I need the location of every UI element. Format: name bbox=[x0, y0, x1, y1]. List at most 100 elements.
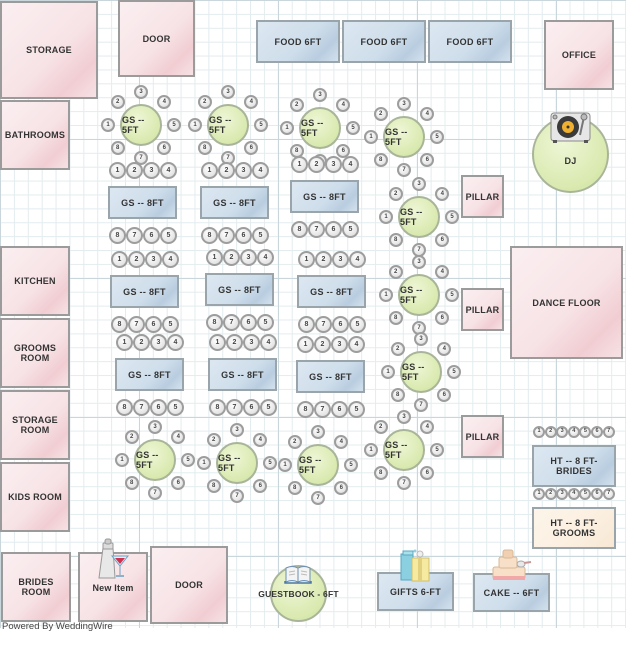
chair[interactable]: 7 bbox=[134, 151, 148, 165]
rect-guest-table[interactable]: GS -- 8FT bbox=[200, 186, 269, 219]
chair[interactable]: 2 bbox=[226, 334, 243, 351]
chair[interactable]: 8 bbox=[124, 476, 139, 491]
chair[interactable]: 5 bbox=[254, 118, 268, 132]
rect-guest-table[interactable]: GS -- 8FT bbox=[108, 186, 177, 219]
chair[interactable]: 8 bbox=[110, 141, 125, 156]
chair[interactable]: 6 bbox=[334, 481, 349, 496]
round-guest-table[interactable]: GS -- 5FT bbox=[383, 429, 425, 471]
room-kitchen[interactable]: KITCHEN bbox=[0, 246, 70, 316]
room-kids-room[interactable]: KIDS ROOM bbox=[0, 462, 70, 532]
chair[interactable]: 3 bbox=[325, 156, 342, 173]
chair[interactable]: 1 bbox=[111, 251, 128, 268]
chair[interactable]: 3 bbox=[240, 249, 257, 266]
chair[interactable]: 8 bbox=[197, 141, 212, 156]
chair[interactable]: 1 bbox=[298, 251, 315, 268]
chair[interactable]: 3 bbox=[313, 88, 327, 102]
chair[interactable]: 2 bbox=[315, 251, 332, 268]
chair[interactable]: 8 bbox=[390, 388, 405, 403]
rect-guest-table[interactable]: GS -- 8FT bbox=[296, 360, 365, 393]
chair[interactable]: 4 bbox=[260, 334, 277, 351]
chair[interactable]: 4 bbox=[171, 429, 186, 444]
rect-guest-table[interactable]: GS -- 8FT bbox=[297, 275, 366, 308]
chair[interactable]: 2 bbox=[287, 434, 302, 449]
chair[interactable]: 6 bbox=[336, 144, 351, 159]
chair[interactable]: 8 bbox=[287, 481, 302, 496]
round-guest-table[interactable]: GS -- 5FT bbox=[398, 196, 440, 238]
chair[interactable]: 4 bbox=[435, 264, 450, 279]
chair[interactable]: 7 bbox=[223, 314, 240, 331]
chair[interactable]: 5 bbox=[344, 458, 358, 472]
chair[interactable]: 6 bbox=[325, 221, 342, 238]
chair[interactable]: 5 bbox=[160, 227, 177, 244]
chair[interactable]: 2 bbox=[388, 264, 403, 279]
room-brides-room[interactable]: BRIDES ROOM bbox=[1, 552, 71, 622]
chair[interactable]: 5 bbox=[447, 365, 461, 379]
chair[interactable]: 6 bbox=[240, 314, 257, 331]
chair[interactable]: 2 bbox=[128, 251, 145, 268]
chair[interactable]: 5 bbox=[260, 399, 277, 416]
pillar-1[interactable]: PILLAR bbox=[461, 175, 504, 218]
chair[interactable]: 5 bbox=[263, 456, 277, 470]
chair[interactable]: 4 bbox=[167, 334, 184, 351]
rect-guest-table[interactable]: GS -- 8FT bbox=[115, 358, 184, 391]
chair[interactable]: 6 bbox=[145, 316, 162, 333]
rect-guest-table[interactable]: GS -- 8FT bbox=[208, 358, 277, 391]
floor-plan-canvas[interactable]: STORAGE DOOR BATHROOMS KITCHEN GROOMS RO… bbox=[0, 0, 626, 628]
round-guest-table[interactable]: GS -- 5FT bbox=[383, 116, 425, 158]
head-table-brides[interactable]: HT -- 8 FT- BRIDES bbox=[532, 445, 616, 487]
chair[interactable]: 3 bbox=[150, 334, 167, 351]
room-storage-room[interactable]: STORAGE ROOM bbox=[0, 390, 70, 460]
chair[interactable]: 7 bbox=[221, 151, 235, 165]
chair[interactable]: 6 bbox=[150, 399, 167, 416]
chair[interactable]: 1 bbox=[116, 334, 133, 351]
dance-floor[interactable]: DANCE FLOOR bbox=[510, 246, 623, 359]
chair[interactable]: 2 bbox=[544, 488, 557, 500]
chair[interactable]: 7 bbox=[314, 401, 331, 418]
chair[interactable]: 3 bbox=[414, 332, 428, 346]
chair[interactable]: 4 bbox=[257, 249, 274, 266]
chair[interactable]: 4 bbox=[437, 341, 452, 356]
round-guest-table[interactable]: GS -- 5FT bbox=[207, 104, 249, 146]
food-table[interactable]: FOOD 6FT bbox=[428, 20, 512, 63]
room-bathrooms[interactable]: BATHROOMS bbox=[0, 100, 70, 170]
chair[interactable]: 7 bbox=[397, 476, 411, 490]
gifts-table[interactable]: GIFTS 6-FT bbox=[377, 572, 454, 611]
chair[interactable]: 5 bbox=[162, 316, 179, 333]
chair[interactable]: 1 bbox=[278, 458, 292, 472]
chair[interactable]: 2 bbox=[110, 94, 125, 109]
chair[interactable]: 8 bbox=[206, 479, 221, 494]
chair[interactable]: 2 bbox=[289, 97, 304, 112]
chair[interactable]: 1 bbox=[291, 156, 308, 173]
chair[interactable]: 3 bbox=[148, 420, 162, 434]
chair[interactable]: 5 bbox=[579, 426, 592, 438]
chair[interactable]: 7 bbox=[602, 426, 615, 438]
chair[interactable]: 2 bbox=[223, 249, 240, 266]
chair[interactable]: 7 bbox=[126, 227, 143, 244]
chair[interactable]: 1 bbox=[206, 249, 223, 266]
rect-guest-table[interactable]: GS -- 8FT bbox=[290, 180, 359, 213]
chair[interactable]: 3 bbox=[332, 251, 349, 268]
chair[interactable]: 7 bbox=[128, 316, 145, 333]
chair[interactable]: 3 bbox=[397, 97, 411, 111]
chair[interactable]: 8 bbox=[291, 221, 308, 238]
chair[interactable]: 2 bbox=[544, 426, 557, 438]
chair[interactable]: 8 bbox=[116, 399, 133, 416]
chair[interactable]: 2 bbox=[373, 419, 388, 434]
chair[interactable]: 7 bbox=[397, 163, 411, 177]
chair[interactable]: 8 bbox=[201, 227, 218, 244]
chair[interactable]: 5 bbox=[257, 314, 274, 331]
chair[interactable]: 5 bbox=[181, 453, 195, 467]
chair[interactable]: 6 bbox=[435, 233, 450, 248]
chair[interactable]: 4 bbox=[252, 162, 269, 179]
chair[interactable]: 2 bbox=[388, 186, 403, 201]
chair[interactable]: 3 bbox=[235, 162, 252, 179]
chair[interactable]: 1 bbox=[280, 121, 294, 135]
chair[interactable]: 3 bbox=[331, 336, 348, 353]
chair[interactable]: 5 bbox=[579, 488, 592, 500]
chair[interactable]: 2 bbox=[314, 336, 331, 353]
chair[interactable]: 5 bbox=[430, 443, 444, 457]
chair[interactable]: 4 bbox=[435, 186, 450, 201]
chair[interactable]: 3 bbox=[412, 177, 426, 191]
chair[interactable]: 6 bbox=[143, 227, 160, 244]
chair[interactable]: 4 bbox=[244, 94, 259, 109]
